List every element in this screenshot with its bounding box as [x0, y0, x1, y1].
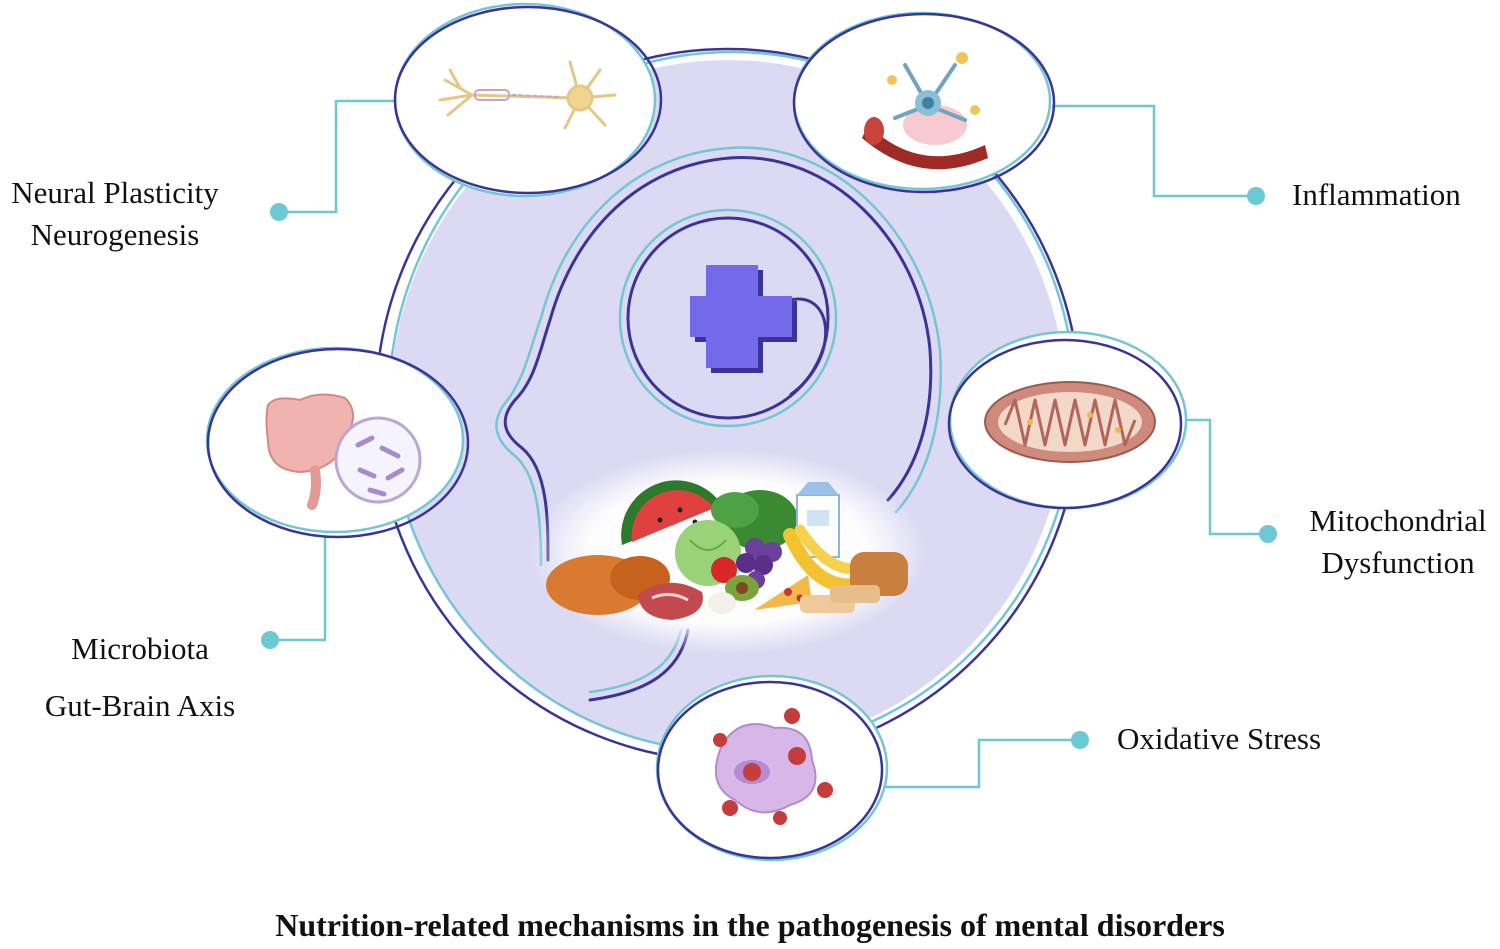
label-oxidative-line1: Oxidative Stress — [1117, 721, 1322, 756]
neural-plasticity-node — [393, 2, 663, 198]
inflamed-vessel-icon — [862, 52, 988, 170]
microbiota-node — [205, 346, 470, 539]
label-microbiota-line2: Gut-Brain Axis — [44, 688, 236, 723]
label-neural-line2: Neurogenesis — [30, 217, 200, 252]
mitochondrion-icon — [984, 381, 1156, 463]
connectors — [270, 99, 1268, 789]
intestine-bacteria-icon — [265, 393, 422, 510]
figure-caption: Nutrition-related mechanisms in the path… — [275, 907, 1225, 943]
label-inflammation-line1: Inflammation — [1292, 177, 1461, 212]
medical-cross-icon — [690, 265, 797, 373]
inflammation-node — [792, 11, 1056, 194]
food-assortment-icon — [530, 450, 926, 654]
connector-dots — [261, 187, 1277, 749]
label-neural-plasticity: Neural Plasticity Neurogenesis — [0, 172, 230, 256]
label-mito-line2: Dysfunction — [1321, 545, 1475, 580]
label-microbiota: Microbiota Gut-Brain Axis — [20, 620, 260, 734]
label-neural-line1: Neural Plasticity — [11, 175, 219, 210]
oxidative-stress-node — [655, 674, 889, 862]
label-oxidative-stress: Oxidative Stress — [1117, 718, 1357, 760]
label-mitochondrial-dysfunction: Mitochondrial Dysfunction — [1298, 500, 1498, 584]
brain-spiral — [618, 208, 838, 428]
label-inflammation: Inflammation — [1292, 174, 1482, 216]
label-microbiota-line1: Microbiota — [71, 631, 209, 666]
neuron-icon — [438, 60, 617, 130]
label-mito-line1: Mitochondrial — [1309, 503, 1487, 538]
mitochondria-node — [947, 330, 1188, 510]
oxidized-cell-icon — [713, 708, 833, 825]
